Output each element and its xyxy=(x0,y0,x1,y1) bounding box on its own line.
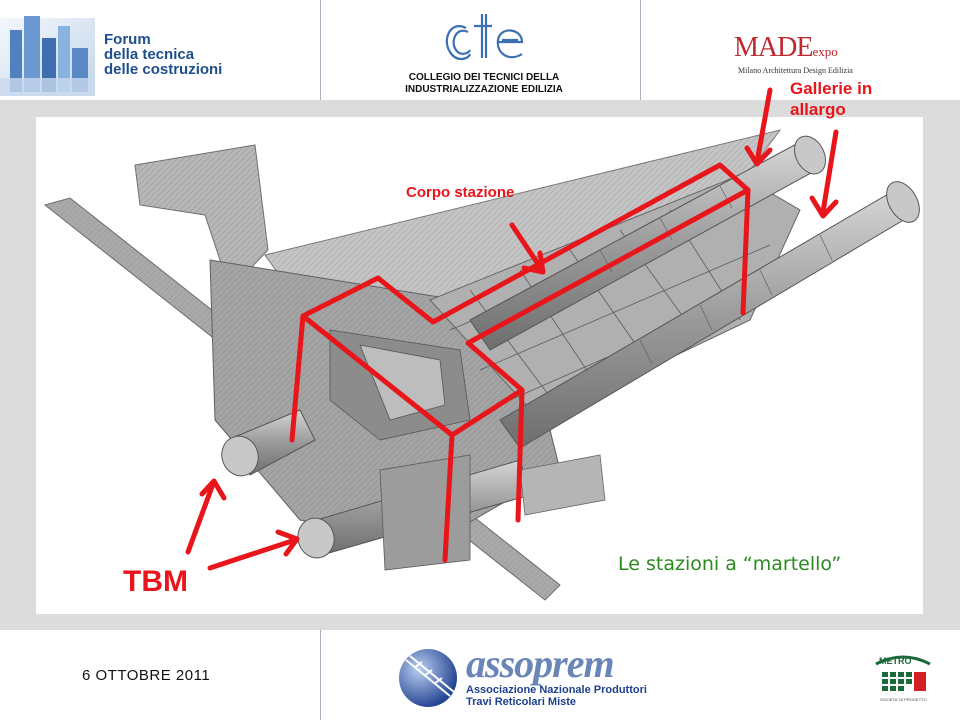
gallerie-line-1: Gallerie in xyxy=(790,79,873,98)
assoprem-subtitle: Associazione Nazionale Produttori Travi … xyxy=(466,684,647,708)
gallerie-line-2: allargo xyxy=(790,100,846,119)
assoprem-logo-word: assoprem xyxy=(466,641,615,686)
footer-bar xyxy=(0,630,960,720)
assoprem-sub-line-2: Travi Reticolari Miste xyxy=(466,696,577,708)
made-expo-subtitle: Milano Architettura Design Edilizia xyxy=(738,66,853,75)
slide-title: Le stazioni a “martello” xyxy=(618,553,842,575)
header-bar: Forum della tecnica delle costruzioni CO… xyxy=(0,0,960,100)
cte-sub-line-1: COLLEGIO DEI TECNICI DELLA xyxy=(408,72,560,83)
header-divider-1 xyxy=(320,0,321,100)
arrows-red xyxy=(185,87,839,571)
station-outline-red xyxy=(289,162,751,563)
metro-logo-subtitle: SOCIETA' DI PROGETTO xyxy=(880,697,927,702)
header-divider-2 xyxy=(640,0,641,100)
made-expo-logo: MADEexpo xyxy=(734,32,838,64)
cte-subtitle: COLLEGIO DEI TECNICI DELLA INDUSTRIALIZZ… xyxy=(402,72,566,96)
assoprem-sub-line-1: Associazione Nazionale Produttori xyxy=(466,684,647,696)
tbm-label: TBM xyxy=(123,565,188,598)
date-label: 6 OTTOBRE 2011 xyxy=(82,667,211,684)
globe-truss-icon xyxy=(399,649,457,707)
forum-line-3: delle costruzioni xyxy=(104,61,223,78)
forum-line-1: Forum xyxy=(104,31,151,48)
footer-divider xyxy=(320,630,321,720)
forum-line-2: della tecnica xyxy=(104,46,195,63)
gallerie-label: Gallerie in allargo xyxy=(790,78,872,120)
metro-grid-icon xyxy=(875,655,931,691)
building-skyline-icon xyxy=(0,16,95,96)
metro-logo-word: METRO xyxy=(879,656,912,666)
made-brand: MADE xyxy=(734,32,813,63)
forum-logo-text: Forum della tecnica delle costruzioni xyxy=(104,32,222,77)
made-brand-suffix: expo xyxy=(812,44,838,59)
corpo-stazione-label: Corpo stazione xyxy=(406,184,515,201)
cte-logo-mark xyxy=(445,14,524,61)
cte-sub-line-2: INDUSTRIALIZZAZIONE EDILIZIA xyxy=(405,84,563,95)
